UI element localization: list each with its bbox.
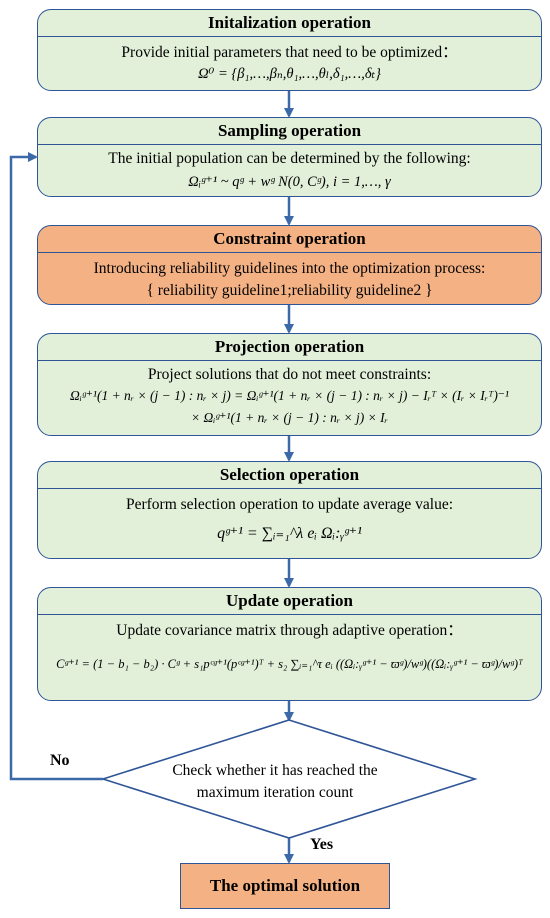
projection-title: Projection operation xyxy=(38,334,541,361)
update-formula: Cᵍ⁺¹ = (1 − b₁ − b₂) · Cᵍ + s₁pᶜᵍ⁺¹(pᶜᵍ⁺… xyxy=(56,657,523,671)
projection-formula-1: Ωᵢᵍ⁺¹(1 + nᵣ × (j − 1) : nᵣ × j) = Ωᵢᵍ⁺¹… xyxy=(70,388,509,403)
update-text: Update covariance matrix through adaptiv… xyxy=(116,622,463,639)
arrow-no-loop xyxy=(9,152,103,781)
projection-formula-2: × Ωᵢᵍ⁺¹(1 + nᵣ × (j − 1) : nᵣ × j) × Iᵣ xyxy=(191,410,388,425)
sampling-text: The initial population can be determined… xyxy=(108,150,471,167)
constraint-box: Constraint operation Introducing reliabi… xyxy=(37,225,542,305)
decision-text: Check whether it has reached the maximum… xyxy=(130,760,420,804)
constraint-guidelines: { reliability guideline1;reliability gui… xyxy=(146,282,433,299)
sampling-title: Sampling operation xyxy=(38,118,541,145)
update-box: Update operation Update covariance matri… xyxy=(37,587,542,701)
sampling-formula: Ωᵢᵍ⁺¹ ~ qᵍ + wᵍ N(0, Cᵍ), i = 1,…, γ xyxy=(188,174,391,190)
no-label: No xyxy=(50,752,70,769)
initialization-title: Initalization operation xyxy=(38,10,541,37)
initialization-box: Initalization operation Provide initial … xyxy=(37,9,542,91)
yes-label: Yes xyxy=(310,836,334,853)
initialization-text: Provide initial parameters that need to … xyxy=(121,44,458,61)
selection-formula: qᵍ⁺¹ = ∑ᵢ₌₁^λ eᵢ Ωᵢ:ᵧᵍ⁺¹ xyxy=(217,525,362,542)
update-title: Update operation xyxy=(38,588,541,615)
decision-diamond xyxy=(100,719,478,839)
selection-text: Perform selection operation to update av… xyxy=(125,496,454,513)
projection-box: Projection operation Project solutions t… xyxy=(37,333,542,436)
decision-line-2: maximum iteration count xyxy=(196,784,354,801)
projection-text: Project solutions that do not meet const… xyxy=(147,366,432,383)
selection-box: Selection operation Perform selection op… xyxy=(37,461,542,559)
final-solution-box: The optimal solution xyxy=(180,863,390,909)
decision-line-1: Check whether it has reached the xyxy=(172,762,378,779)
constraint-text: Introducing reliability guidelines into … xyxy=(93,260,486,277)
sampling-box: Sampling operation The initial populatio… xyxy=(37,117,542,197)
selection-title: Selection operation xyxy=(38,462,541,489)
constraint-title: Constraint operation xyxy=(38,226,541,253)
initialization-formula: Ω⁰ = {β₁,…,βₙ,θ₁,…,θₗ,δ₁,…,δₜ} xyxy=(198,66,381,82)
